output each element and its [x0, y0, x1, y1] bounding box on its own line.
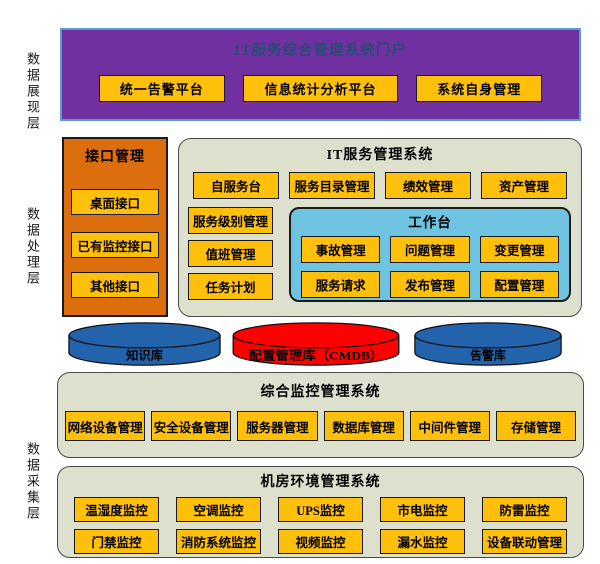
datacenter-button: UPS监控: [278, 497, 363, 522]
datacenter-title: 机房环境管理系统: [260, 475, 381, 490]
datacenter-button: 市电监控: [380, 497, 465, 522]
itsm-button: 任务计划: [188, 273, 273, 300]
datacenter-button: 视频监控: [278, 529, 363, 554]
itsm-button: 资产管理: [481, 172, 567, 199]
datacenter-row-1: 温湿度监控空调监控 UPS监控市电监控防雷监控: [58, 497, 583, 522]
monitoring-button: 安全设备管理: [151, 411, 232, 441]
workbench-buttons: 事故管理问题管理变更管理服务请求发布管理配置管理: [291, 231, 569, 298]
layer-label-presentation: 数据展现层: [25, 52, 40, 132]
datacenter-button: 漏水监控: [380, 529, 465, 554]
workbench-button: 发布管理: [390, 271, 470, 298]
interface-mgmt-title: 接口管理: [85, 150, 145, 165]
itsm-panel: IT服务管理系统 自服务台服务目录管理绩效管理资产管理 服务级别管理值班管理任务…: [178, 138, 582, 317]
monitoring-title: 综合监控管理系统: [260, 385, 381, 400]
portal-title: IT服务综合管理系统门户: [234, 43, 407, 59]
portal-button: 信息统计分析平台: [243, 75, 398, 102]
itsm-body: 服务级别管理值班管理任务计划 工作台 事故管理问题管理变更管理服务请求发布管理配…: [179, 207, 581, 306]
monitoring-button: 中间件管理: [409, 411, 490, 441]
knowledge-db-label: 知识库: [125, 348, 163, 363]
workbench-button: 事故管理: [301, 236, 381, 263]
interface-button: 其他接口: [71, 272, 159, 298]
workbench-button: 服务请求: [301, 271, 381, 298]
itsm-button: 服务级别管理: [188, 207, 273, 234]
interface-button: 桌面接口: [71, 189, 159, 215]
knowledge-db-cylinder: 知识库: [66, 321, 223, 369]
itsm-button: 绩效管理: [385, 172, 471, 199]
monitoring-button: 存储管理: [495, 411, 577, 441]
itsm-left-column: 服务级别管理值班管理任务计划: [188, 207, 273, 306]
itsm-title: IT服务管理系统: [326, 148, 434, 163]
workbench-button: 变更管理: [479, 236, 559, 263]
alarm-db-label: 告警库: [470, 348, 506, 362]
datacenter-button: 设备联动管理: [482, 529, 567, 554]
portal-panel: IT服务综合管理系统门户 统一告警平台信息统计分析平台系统自身管理: [60, 28, 581, 121]
datacenter-row-2: 门禁监控消防系统监控视频监控漏水监控设备联动管理: [58, 529, 583, 554]
portal-buttons: 统一告警平台信息统计分析平台系统自身管理: [62, 75, 579, 102]
itsm-button: 自服务台: [193, 172, 279, 199]
monitoring-button: 数据库管理: [323, 411, 404, 441]
layer-label-collection: 数据采集层: [25, 442, 40, 522]
monitoring-panel: 综合监控管理系统 网络设备管理安全设备管理服务器管理数据库管理中间件管理存储管理: [57, 372, 584, 458]
itsm-button: 值班管理: [188, 240, 273, 267]
itsm-button: 服务目录管理: [289, 172, 375, 199]
datacenter-button: 消防系统监控: [176, 529, 261, 554]
workbench-button: 配置管理: [479, 271, 559, 298]
alarm-db-cylinder: 告警库: [412, 321, 564, 369]
datacenter-button: 防雷监控: [482, 497, 567, 522]
datacenter-button: 空调监控: [176, 497, 261, 522]
datacenter-panel: 机房环境管理系统 温湿度监控空调监控 UPS监控市电监控防雷监控 门禁监控消防系统…: [57, 466, 584, 558]
itsm-top-row: 自服务台服务目录管理绩效管理资产管理: [179, 172, 581, 199]
layer-label-processing: 数据处理层: [25, 207, 40, 287]
workbench-panel: 工作台 事故管理问题管理变更管理服务请求发布管理配置管理: [289, 207, 571, 302]
monitoring-button: 网络设备管理: [65, 411, 146, 441]
cmdb-cylinder: 配置管理库（CMDB）: [230, 321, 402, 369]
workbench-button: 问题管理: [390, 236, 470, 263]
datacenter-button: 温湿度监控: [74, 497, 159, 522]
interface-mgmt-panel: 接口管理 桌面接口已有监控接口其他接口: [62, 137, 168, 317]
portal-button: 系统自身管理: [416, 75, 543, 102]
cmdb-label: 配置管理库（CMDB）: [249, 348, 384, 362]
interface-button: 已有监控接口: [71, 232, 159, 258]
datacenter-button: 门禁监控: [74, 529, 159, 554]
portal-button: 统一告警平台: [98, 75, 225, 102]
workbench-title: 工作台: [408, 215, 452, 230]
monitoring-buttons: 网络设备管理安全设备管理服务器管理数据库管理中间件管理存储管理: [58, 411, 583, 441]
monitoring-button: 服务器管理: [237, 411, 318, 441]
interface-buttons: 桌面接口已有监控接口其他接口: [64, 166, 166, 298]
